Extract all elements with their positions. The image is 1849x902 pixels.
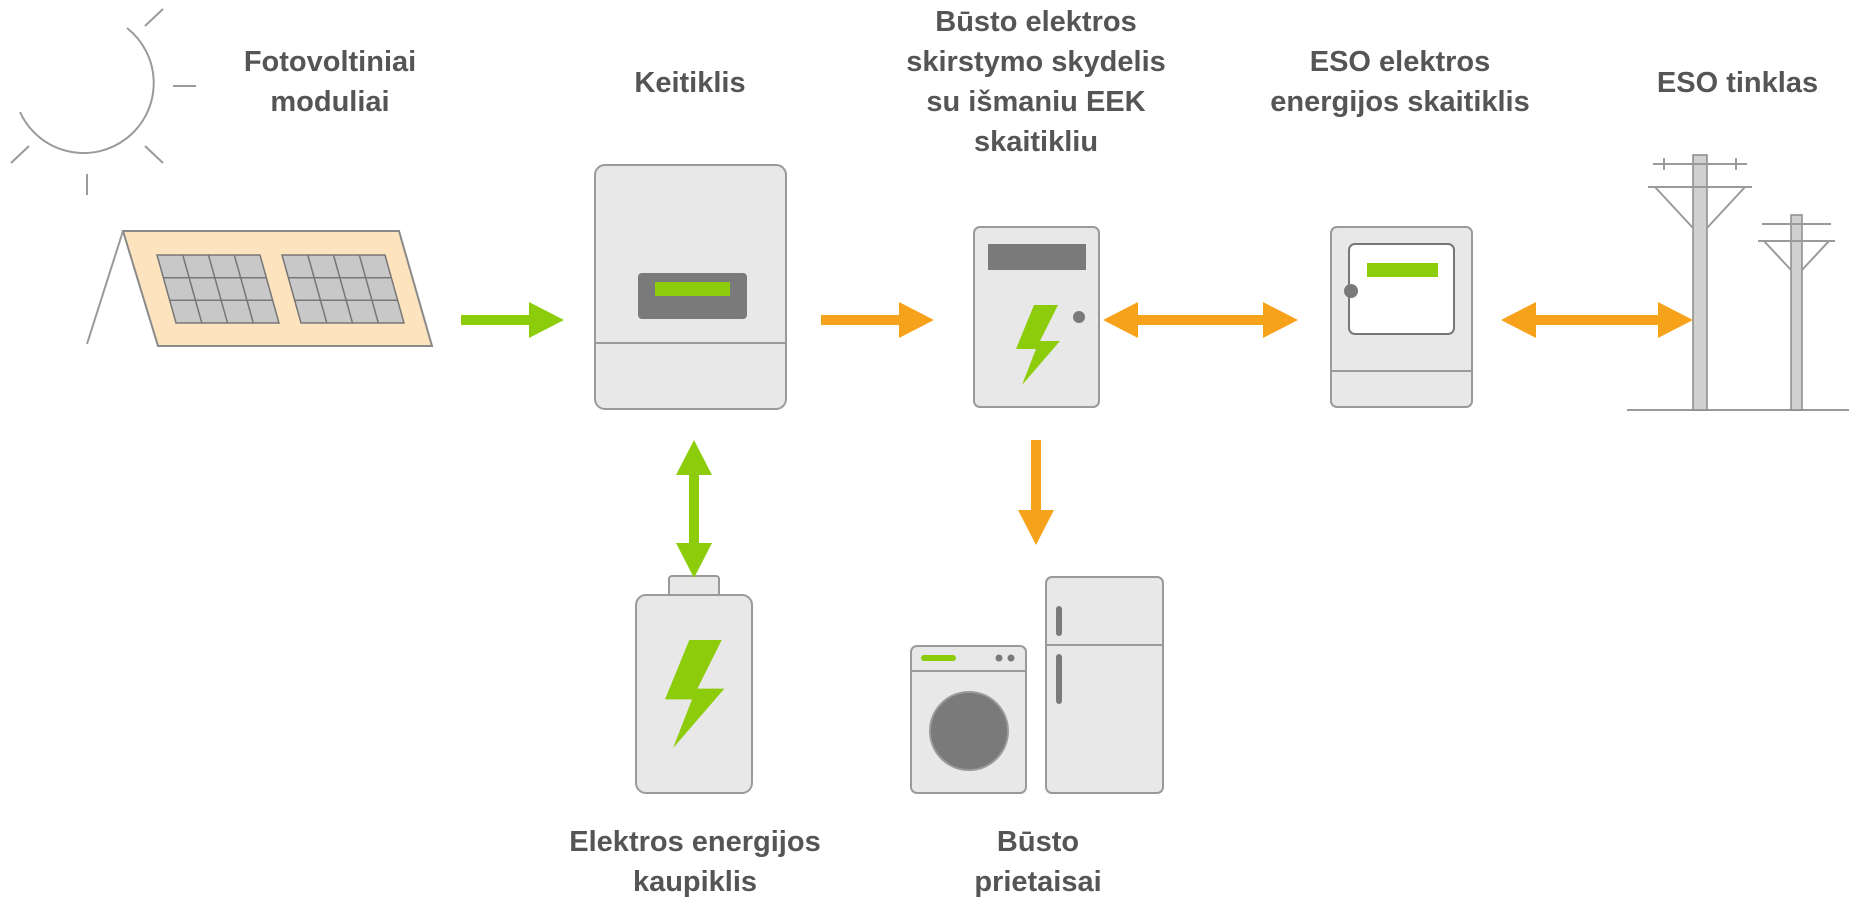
distribution-panel-icon bbox=[973, 226, 1100, 408]
label-eso-meter: ESO elektros energijos skaitiklis bbox=[1270, 46, 1530, 118]
label-battery: Elektros energijos kaupiklis bbox=[569, 826, 821, 898]
label-eso-grid: ESO tinklas bbox=[1656, 67, 1819, 99]
arrow-inverter-to-panel bbox=[821, 302, 934, 338]
label-inverter: Keitiklis bbox=[634, 67, 746, 99]
solar-panel-icon bbox=[86, 230, 434, 347]
label-pv-modules: Fotovoltiniai moduliai bbox=[243, 46, 417, 118]
inverter-icon bbox=[594, 164, 787, 410]
washing-machine-icon bbox=[910, 645, 1027, 794]
battery-icon bbox=[635, 575, 753, 794]
sun-icon bbox=[10, 8, 196, 195]
arrow-pv-to-inverter bbox=[461, 302, 564, 338]
utility-poles-icon bbox=[1627, 154, 1849, 411]
label-appliances: Būsto prietaisai bbox=[974, 826, 1102, 898]
arrow-inverter-battery bbox=[676, 440, 712, 578]
label-distribution-panel: Būsto elektros skirstymo skydelis su išm… bbox=[906, 6, 1166, 158]
arrow-eso-meter-grid bbox=[1501, 302, 1693, 338]
arrow-panel-eso-meter bbox=[1103, 302, 1298, 338]
arrow-panel-to-appliances bbox=[1018, 440, 1054, 545]
refrigerator-icon bbox=[1045, 576, 1164, 794]
electricity-meter-icon bbox=[1330, 226, 1473, 408]
